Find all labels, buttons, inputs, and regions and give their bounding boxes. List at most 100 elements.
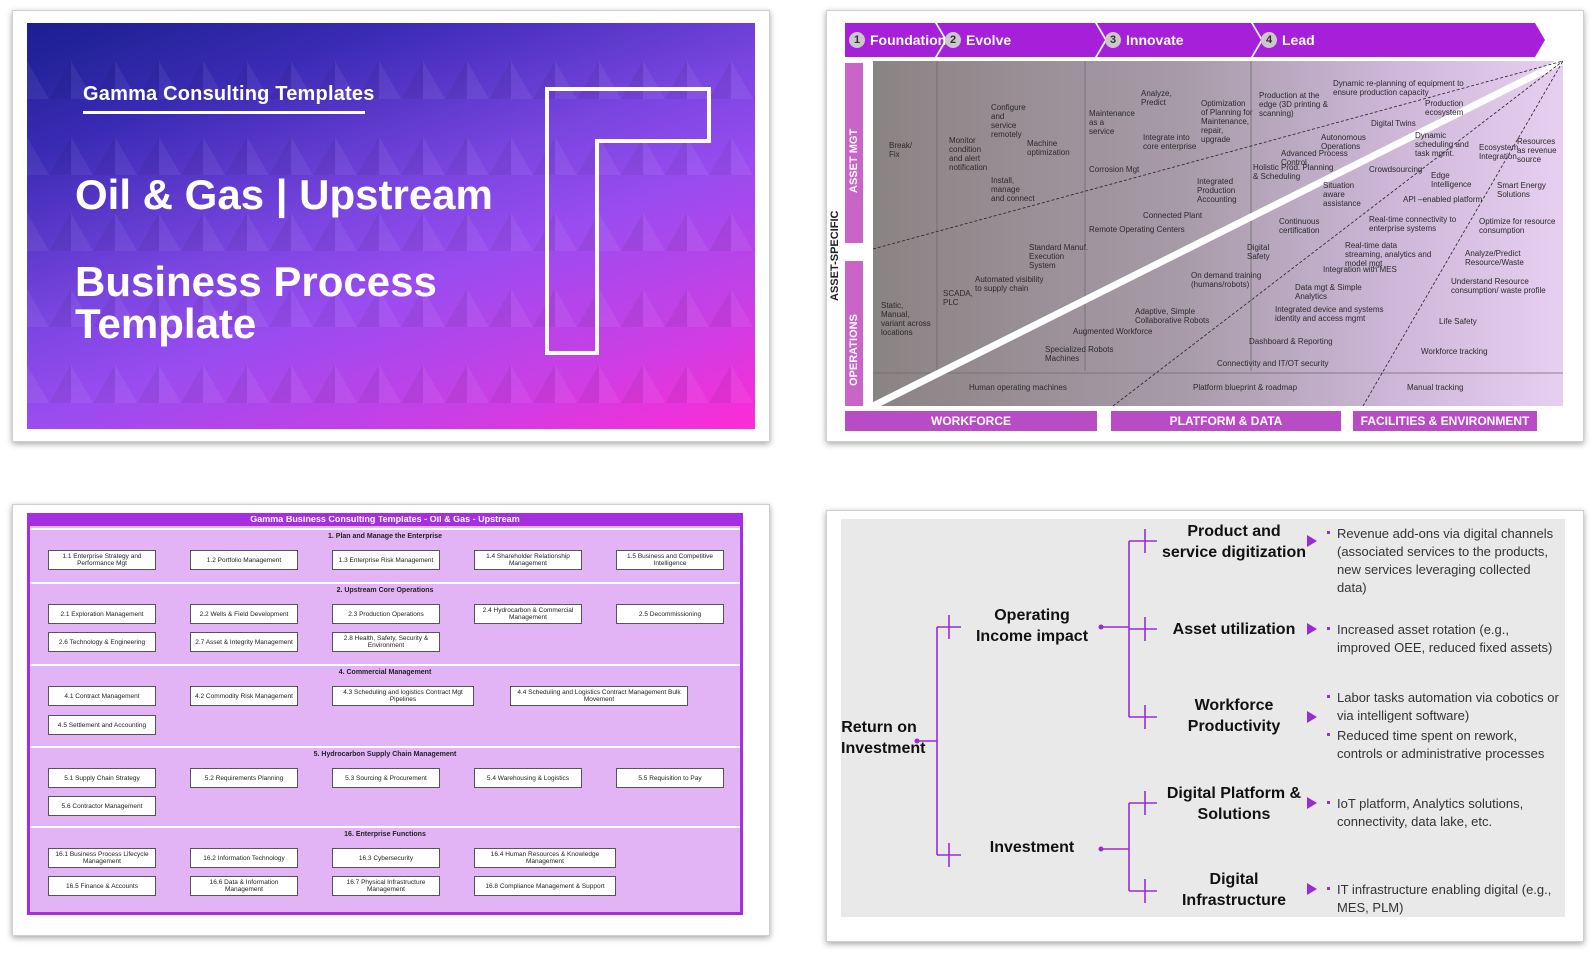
process-box[interactable]: 2.3 Production Operations [332, 604, 440, 624]
process-box[interactable]: 16.3 Cybersecurity [332, 848, 440, 868]
section-supply-chain: 5. Hydrocarbon Supply Chain Management [30, 746, 740, 826]
grid-item: Resources as revenue source [1517, 137, 1557, 164]
process-box[interactable]: 4.5 Settlement and Accounting [48, 715, 156, 735]
process-box[interactable]: 16.5 Finance & Accounts [48, 876, 156, 896]
grid-item: Integration with MES [1323, 265, 1397, 274]
tree-connectors [914, 529, 1317, 903]
grid-item: Ecosystem Integration [1479, 143, 1519, 161]
process-box[interactable]: 1.5 Business and Competitive Intelligenc… [616, 550, 724, 570]
bullet-iot-platform: IoT platform, Analytics solutions, conne… [1327, 795, 1561, 831]
grid-item: Install, manage and connect [991, 176, 1035, 203]
grid-item: Static, Manual, variant across locations [881, 301, 931, 337]
grid-item: Analyze, Predict [1141, 89, 1172, 107]
grid-item: Platform blueprint & roadmap [1193, 383, 1298, 392]
grid-item: Life Safety [1439, 317, 1477, 326]
process-box[interactable]: 4.3 Scheduling and logistics Contract Mg… [332, 686, 474, 706]
grid-item: Integrated device and systems identity a… [1275, 305, 1384, 323]
bullet-asset-rotation: Increased asset rotation (e.g., improved… [1327, 621, 1561, 657]
process-box[interactable]: 2.7 Asset & Integrity Management [190, 632, 298, 652]
grid-item: Real-time data streaming, analytics and … [1345, 241, 1432, 268]
section-upstream-core: 2. Upstream Core Operations [30, 582, 740, 664]
process-box[interactable]: 16.1 Business Process Lifecycle Manageme… [48, 848, 156, 868]
process-box[interactable]: 2.6 Technology & Engineering [48, 632, 156, 652]
side-bar-asset-mgt: ASSET MGT [845, 63, 863, 243]
process-box[interactable]: 2.4 Hydrocarbon & Commercial Management [474, 604, 582, 624]
process-box[interactable]: 16.8 Compliance Management & Support [474, 876, 616, 896]
grid-item: Human operating machines [969, 383, 1067, 392]
node-operating-income: Operating Income impact [975, 607, 1089, 645]
slide-subtitle: Business Process Template [75, 258, 437, 347]
grid-item: Real-time connectivity to enterprise sys… [1369, 215, 1457, 233]
process-box[interactable]: 16.2 Information Technology [190, 848, 298, 868]
grid-item: Dynamic scheduling and task mgmt. [1415, 131, 1469, 158]
grid-item: Edge Intelligence [1431, 171, 1472, 189]
grid-item: Continuous certification [1279, 217, 1320, 235]
node-investment: Investment [989, 839, 1075, 856]
grid-item: Remote Operating Centers [1089, 225, 1185, 234]
node-product-service: Product and service digitization [1161, 523, 1307, 561]
grid-item: Specialized Robots Machines [1045, 345, 1114, 363]
grid-item: Situation aware assistance [1323, 181, 1361, 208]
grid-item: Maintenance as a service [1089, 109, 1135, 136]
roi-tree-slide-thumbnail[interactable]: Return on Investment Operating Income im… [826, 510, 1584, 942]
process-box[interactable]: 1.1 Enterprise Strategy and Performance … [48, 550, 156, 570]
process-map-header: Gamma Business Consulting Templates - Oi… [30, 516, 740, 526]
bottom-label-facilities: FACILITIES & ENVIRONMENT [1353, 411, 1537, 431]
process-box[interactable]: 5.3 Sourcing & Procurement [332, 768, 440, 788]
node-workforce-productivity: Workforce Productivity [1187, 697, 1281, 735]
grid-item: Advanced Process Control [1281, 149, 1348, 167]
process-box[interactable]: 2.1 Exploration Management [48, 604, 156, 624]
bullet-it-infrastructure: IT infrastructure enabling digital (e.g.… [1327, 881, 1561, 917]
process-box[interactable]: 5.6 Contractor Management [48, 796, 156, 816]
side-bar-operations: OPERATIONS [845, 261, 863, 406]
grid-item: Analyze/Predict Resource/Waste [1465, 249, 1524, 267]
side-label-asset-specific: ASSET-SPECIFIC [829, 210, 841, 301]
grid-item: Smart Energy Solutions [1497, 181, 1546, 199]
process-box[interactable]: 5.2 Requirements Planning [190, 768, 298, 788]
grid-item: Optimize for resource consumption [1479, 217, 1556, 235]
process-box[interactable]: 1.4 Shareholder Relationship Management [474, 550, 582, 570]
grid-item: Digital Safety [1247, 243, 1270, 261]
bullet-revenue-addons: Revenue add-ons via digital channels (as… [1327, 525, 1561, 597]
process-box[interactable]: 2.8 Health, Safety, Security & Environme… [332, 632, 440, 652]
grid-item: Augmented Workforce [1073, 327, 1153, 336]
brand-name: Gamma Consulting Templates [83, 83, 375, 105]
grid-item: Autonomous Operations [1321, 133, 1366, 151]
grid-item: Automated visibility to supply chain [975, 275, 1044, 293]
process-box[interactable]: 16.4 Human Resources & Knowledge Managem… [474, 848, 616, 868]
grid-item: Production at the edge (3D printing & sc… [1259, 91, 1328, 118]
process-box[interactable]: 1.3 Enterprise Risk Management [332, 550, 440, 570]
grid-lines [873, 61, 1563, 406]
process-box[interactable]: 16.7 Physical Infrastructure Management [332, 876, 440, 896]
maturity-grid: Break/ Fix Static, Manual, variant acros… [873, 61, 1563, 406]
grid-item: Manual tracking [1407, 383, 1464, 392]
process-box[interactable]: 16.6 Data & Information Management [190, 876, 298, 896]
grid-item: Data mgt & Simple Analytics [1295, 283, 1362, 301]
stage-chevron-band [845, 23, 1545, 57]
process-box[interactable]: 2.5 Decommissioning [616, 604, 724, 624]
grid-item: SCADA, PLC [943, 289, 973, 307]
grid-item: Standard Manuf. Execution System [1029, 243, 1089, 270]
grid-item: Dynamic re-planning of equipment to ensu… [1333, 79, 1464, 97]
process-box[interactable]: 4.4 Scheduling and Logistics Contract Ma… [510, 686, 688, 706]
bottom-label-platform-data: PLATFORM & DATA [1111, 411, 1341, 431]
grid-item: Production ecosystem [1425, 99, 1464, 117]
process-box[interactable]: 4.2 Commodity Risk Management [190, 686, 298, 706]
grid-item: On demand training (humans/robots) [1191, 271, 1262, 289]
process-box[interactable]: 5.4 Warehousing & Logistics [474, 768, 582, 788]
grid-item: Monitor condition and alert notification [949, 136, 988, 172]
process-box[interactable]: 1.2 Portfolio Management [190, 550, 298, 570]
roi-tree-panel: Return on Investment Operating Income im… [841, 519, 1565, 917]
process-map-slide-thumbnail[interactable]: Gamma Business Consulting Templates - Oi… [12, 504, 770, 936]
grid-item: Connectivity and IT/OT security [1217, 359, 1329, 368]
process-box[interactable]: 2.2 Wells & Field Development [190, 604, 298, 624]
grid-item: Adaptive, Simple Collaborative Robots [1135, 307, 1210, 325]
title-slide-thumbnail[interactable]: Gamma Consulting Templates Oil & Gas | U… [12, 10, 770, 442]
process-box[interactable]: 5.1 Supply Chain Strategy [48, 768, 156, 788]
process-box[interactable]: 5.5 Requisition to Pay [616, 768, 724, 788]
process-map-frame: Gamma Business Consulting Templates - Oi… [27, 513, 743, 915]
process-box[interactable]: 4.1 Contract Management [48, 686, 156, 706]
